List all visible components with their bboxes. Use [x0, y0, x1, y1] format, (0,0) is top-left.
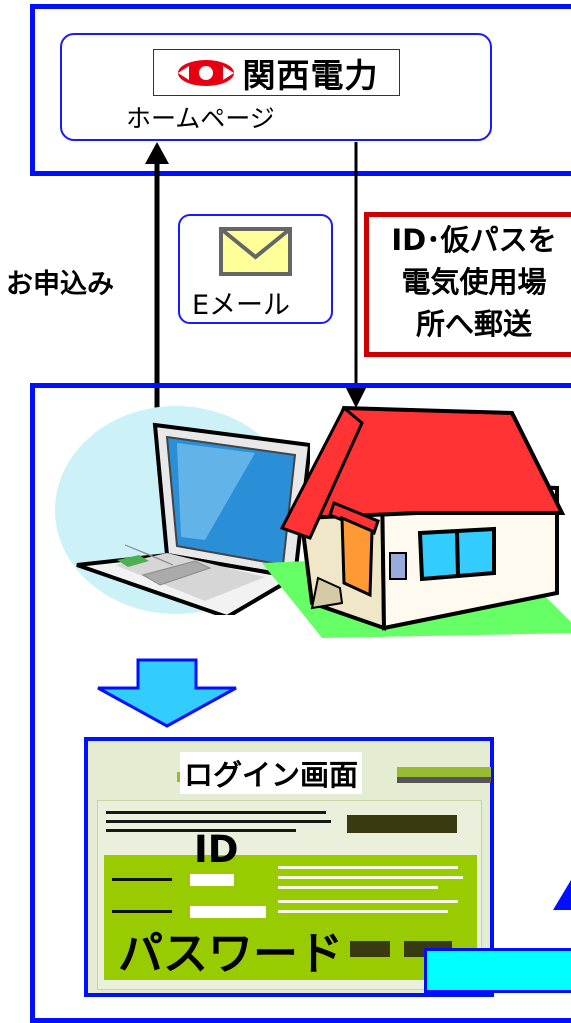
instruction-text	[278, 866, 458, 869]
instruction-text	[278, 900, 458, 903]
house-icon	[262, 405, 571, 638]
fine-print	[106, 829, 296, 832]
fine-print	[106, 820, 331, 823]
down-arrow-icon	[97, 658, 237, 728]
mail-arrow-head	[346, 388, 366, 408]
logo-text: 関西電力	[242, 55, 379, 95]
apply-label: お申込み	[6, 269, 114, 300]
kansai-electric-logo: 関西電力	[153, 49, 400, 96]
instruction-text	[278, 910, 448, 913]
field-caption	[112, 878, 172, 881]
mail-notice-line3: 所へ郵送	[415, 307, 532, 341]
envelope-icon	[219, 227, 292, 276]
id-input[interactable]	[190, 874, 234, 886]
instruction-text	[278, 886, 438, 889]
field-caption	[112, 910, 172, 913]
apply-arrow-head	[145, 142, 169, 164]
instruction-text	[278, 876, 463, 879]
side-arrow-icon	[553, 880, 571, 910]
email-label: Eメール	[192, 290, 291, 321]
mail-notice-line2: 電気使用場	[401, 265, 547, 299]
login-help-button[interactable]	[347, 815, 457, 833]
homepage-label: ホームページ	[126, 104, 275, 133]
laptop-icon	[55, 406, 310, 615]
flow-arrows	[145, 142, 366, 410]
credentials-panel	[104, 855, 477, 980]
id-label: ID	[194, 828, 239, 871]
kepco-mark-icon	[177, 59, 234, 86]
password-input[interactable]	[190, 906, 266, 918]
mail-notice-box	[364, 212, 571, 357]
mail-notice-line1: ID･仮パスを	[391, 223, 557, 257]
login-button[interactable]	[350, 941, 390, 957]
login-screen-title: ログイン画面	[180, 752, 363, 794]
homepage-frame	[30, 4, 571, 176]
next-step-arrow	[424, 948, 571, 993]
fine-print	[106, 811, 326, 814]
mail-notice-text: ID･仮パスを 電気使用場 所へ郵送	[369, 219, 571, 345]
password-label: パスワード	[118, 927, 344, 980]
